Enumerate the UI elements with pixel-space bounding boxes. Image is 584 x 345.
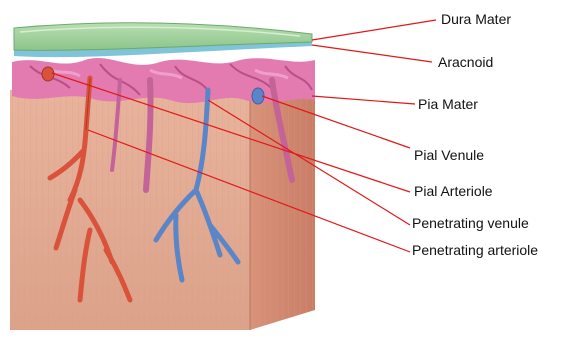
label-dura-mater: Dura Mater	[441, 11, 511, 27]
cortex-block	[10, 90, 315, 330]
pial-arteriole	[42, 67, 54, 81]
label-pial-arteriole: Pial Arteriole	[414, 183, 493, 199]
label-pial-venule: Pial Venule	[414, 147, 484, 163]
label-pia-mater: Pia Mater	[418, 96, 478, 112]
label-aracnoid: Aracnoid	[438, 54, 493, 70]
leader-aracnoid	[312, 45, 432, 62]
label-penetrating-venule: Penetrating venule	[412, 215, 529, 231]
label-penetrating-arteriole: Penetrating arteriole	[412, 242, 538, 258]
leader-dura-mater	[312, 20, 436, 40]
leader-pia-mater	[312, 96, 415, 104]
